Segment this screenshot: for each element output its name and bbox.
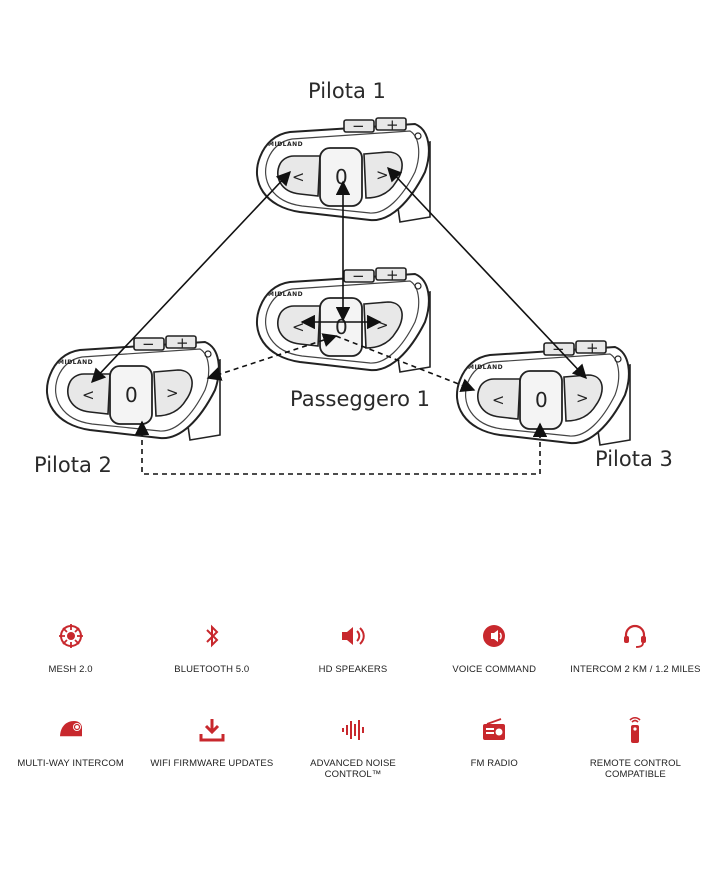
center-key: 0 [335,315,348,339]
feature-remote-control: REMOTE CONTROL COMPATIBLE [565,716,706,780]
feature-multi-way: MULTI-WAY INTERCOM [0,716,141,780]
label-pilota1: Pilota 1 [308,79,386,103]
feature-label: INTERCOM 2 KM / 1.2 MILES [570,664,701,675]
features-row-1: MESH 2.0 BLUETOOTH 5.0 HD SPEAKERS VOICE… [0,622,706,675]
plus-key: + [176,334,189,352]
feature-fm-radio: FM RADIO [424,716,565,780]
minus-key: − [142,335,155,353]
voice-command-icon [480,622,508,650]
feature-label: BLUETOOTH 5.0 [174,664,250,675]
feature-intercom-range: INTERCOM 2 KM / 1.2 MILES [565,622,706,675]
label-pilota2: Pilota 2 [34,453,112,477]
right-key: > [166,384,179,402]
radio-icon [480,716,508,744]
features-row-2: MULTI-WAY INTERCOM WIFI FIRMWARE UPDATES… [0,716,706,780]
minus-key: − [352,267,365,285]
feature-label: MESH 2.0 [48,664,93,675]
device-brand: MIDLAND [58,359,93,366]
device-brand: MIDLAND [268,141,303,148]
left-key: < [292,168,305,186]
device-brand: MIDLAND [268,291,303,298]
center-key: 0 [535,388,548,412]
hd-speaker-icon [339,622,367,650]
left-key: < [82,386,95,404]
device-pilota2: MIDLAND − + < 0 > [45,334,222,441]
label-pilota3: Pilota 3 [595,447,673,471]
feature-label: FM RADIO [470,758,518,769]
link-passeggero-pilota3 [335,335,476,392]
link-pilota1-pilota3 [387,166,587,380]
plus-key: + [586,339,599,357]
feature-noise-control: ADVANCED NOISE CONTROL™ [282,716,423,780]
bluetooth-icon [198,622,226,650]
minus-key: − [352,117,365,135]
download-icon [198,716,226,744]
headset-icon [621,622,649,650]
device-pilota1: MIDLAND − + < 0 > [255,116,431,223]
device-pilota3: MIDLAND − + < 0 > [455,339,631,446]
left-key: < [492,391,505,409]
center-key: 0 [335,165,348,189]
link-pilota2-passeggero [206,333,338,381]
right-key: > [376,166,389,184]
mesh-icon [57,622,85,650]
center-key: 0 [125,383,138,407]
feature-label: ADVANCED NOISE CONTROL™ [310,758,396,780]
remote-icon [621,716,649,744]
feature-label: HD SPEAKERS [318,664,388,675]
plus-key: + [386,116,399,134]
plus-key: + [386,266,399,284]
right-key: > [376,316,389,334]
feature-label: REMOTE CONTROL COMPATIBLE [589,758,681,780]
waveform-icon [339,716,367,744]
right-key: > [576,389,589,407]
label-passeggero1: Passeggero 1 [290,387,430,411]
feature-label: VOICE COMMAND [452,664,537,675]
feature-bluetooth: BLUETOOTH 5.0 [141,622,282,675]
feature-label: WIFI FIRMWARE UPDATES [150,758,274,769]
helmet-icon [57,716,85,744]
left-key: < [292,318,305,336]
feature-wifi-updates: WIFI FIRMWARE UPDATES [141,716,282,780]
feature-voice-command: VOICE COMMAND [424,622,565,675]
feature-label: MULTI-WAY INTERCOM [17,758,124,769]
feature-hd-speakers: HD SPEAKERS [282,622,423,675]
intercom-diagram: MIDLAND − + < 0 > MIDLAND − + < 0 > MIDL… [34,79,673,477]
device-brand: MIDLAND [468,364,503,371]
link-pilota1-pilota2 [91,170,291,384]
feature-mesh: MESH 2.0 [0,622,141,675]
